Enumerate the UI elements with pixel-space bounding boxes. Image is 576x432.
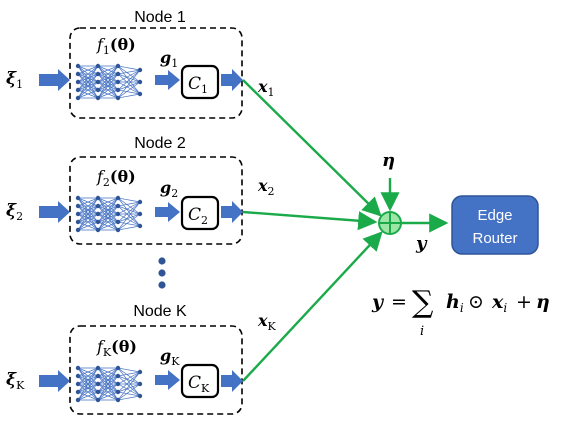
node-k-box: [69, 325, 243, 415]
equation-hadamard-operator: ⊙: [468, 291, 484, 313]
equation-signal-term: xi: [491, 291, 507, 315]
node-k-gradient-label: gK: [160, 346, 180, 368]
node-2-function-label: f2(θ): [96, 167, 136, 189]
edge-router: Edge Router: [451, 195, 539, 255]
node-1-input-label: ξ1: [6, 69, 23, 91]
node-1-compressor-label: C1: [188, 74, 208, 96]
node-k-compressor-label: CK: [188, 373, 210, 395]
node-1-gradient-arrow: [155, 70, 180, 90]
node-1-compressor-box: [180, 64, 220, 100]
node-k-output-label: xK: [257, 311, 277, 333]
node-2-neural-network-icon: [75, 195, 143, 233]
channel-lines: [242, 79, 449, 382]
node-2-output-label: x2: [257, 176, 275, 198]
node-k-input-label: ξK: [6, 370, 25, 392]
node-k-gradient-arrow: [155, 370, 180, 390]
node-2-input-label: ξ2: [6, 201, 23, 223]
equation-noise-term: η: [536, 291, 550, 313]
node-1-function-label: f1(θ): [96, 35, 136, 57]
equation-equals: =: [391, 291, 407, 313]
node-k-output-arrow: [221, 370, 243, 392]
node-2-output-arrow: [221, 201, 243, 223]
ellipsis-dots: [158, 257, 166, 289]
noise-label: η: [382, 150, 395, 171]
node-1-output-arrow: [221, 69, 243, 91]
node-1-box: [69, 27, 243, 119]
equation-sum-symbol: ∑: [412, 285, 434, 320]
node-2-title: Node 2: [134, 135, 186, 152]
node-1-title: Node 1: [134, 9, 186, 26]
equation-sum-index: i: [420, 324, 424, 339]
node-k-compressor-box: [180, 363, 220, 399]
node-1: Node 1 ξ1 f1(θ) g1 C1 x1: [6, 9, 275, 119]
node-2-compressor-box: [180, 195, 220, 231]
node-k-function-label: fK(θ): [96, 337, 137, 359]
node-2: Node 2 ξ2 f2(θ) g2 C2 x2: [6, 135, 275, 245]
received-signal-equation: y = ∑ i hi ⊙ xi + η: [371, 285, 550, 339]
node-1-input-arrow: [39, 69, 70, 91]
equation-lhs: y: [371, 291, 385, 313]
node-2-box: [69, 156, 243, 245]
node-k: Node K ξK fK(θ) gK CK xK: [6, 303, 277, 415]
node-1-neural-network-icon: [75, 63, 143, 101]
channel-line-node-2: [242, 210, 378, 231]
node-k-neural-network-icon: [75, 365, 143, 403]
channel-line-node-k: [242, 231, 383, 382]
node-1-output-label: x1: [257, 77, 275, 99]
edge-router-line1: Edge: [477, 207, 512, 224]
node-2-gradient-arrow: [155, 202, 180, 222]
edge-router-box: [451, 195, 539, 255]
node-2-compressor-label: C2: [188, 205, 208, 227]
equation-channel-term: hi: [446, 291, 464, 315]
node-2-input-arrow: [39, 201, 70, 223]
node-1-gradient-label: g1: [160, 48, 178, 70]
channel-line-node-1: [242, 79, 382, 217]
equation-plus: +: [516, 291, 532, 313]
node-k-title: Node K: [133, 303, 187, 320]
sum-output-label: y: [415, 233, 428, 254]
node-2-gradient-label: g2: [160, 178, 178, 200]
edge-router-line2: Router: [472, 230, 517, 247]
node-k-input-arrow: [39, 370, 70, 392]
summation-node: [378, 211, 402, 235]
